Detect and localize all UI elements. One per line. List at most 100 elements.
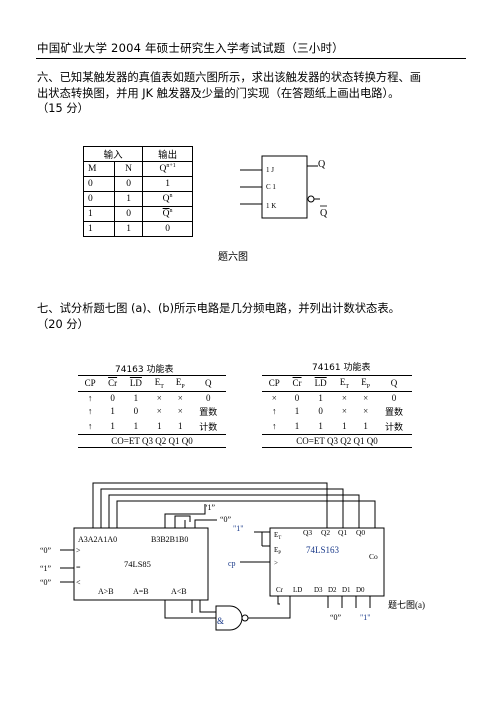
cmp-a-inputs: A3A2A1A0 <box>78 535 117 544</box>
ff-output-qbar: Q <box>320 208 328 219</box>
cell: 1 <box>133 421 139 432</box>
cell: × <box>177 392 183 403</box>
cell: 1 <box>342 421 347 432</box>
table-74163-footer: CO=ET Q3 Q2 Q1 Q0 <box>78 433 226 448</box>
cell: 1 <box>294 421 300 432</box>
cell: Qn <box>142 206 193 222</box>
cmp-gt-marker: > <box>76 546 81 555</box>
cell: 1 <box>83 221 115 237</box>
flip-flop-diagram: 1 J C 1 1 K Q Q <box>240 155 328 219</box>
cmp-eq-marker: = <box>76 563 81 572</box>
cmp-in-label-3: “0” <box>40 578 52 587</box>
cell: Qn <box>142 191 193 207</box>
wire-and-in <box>199 600 216 613</box>
th-q: Q <box>376 375 412 392</box>
wire-q3-a3 <box>92 482 328 528</box>
cnt-d3: D3 <box>314 586 323 594</box>
cell: × <box>156 392 162 403</box>
q6-text: 六、已知某触发器的真值表如题六图所示，求出该触发器的状态转换方程、画 出状态转换… <box>37 70 421 117</box>
th-cp: CP <box>262 375 287 392</box>
cell: 1 <box>142 176 193 192</box>
cell: 1 <box>318 421 323 432</box>
and-gate-symbol: & <box>217 616 224 626</box>
wire-q2-a2 <box>100 488 344 528</box>
table-74161-title: 74161 功能表 <box>312 363 371 373</box>
q7-line-1: 七、试分析题七图 (a)、(b)所示电路是几分频电路，并列出计数状态表。 <box>37 302 400 315</box>
cnt-q0: Q0 <box>356 528 365 537</box>
cell: 0 <box>113 206 144 222</box>
cell: 1 <box>157 421 162 432</box>
cnt-q3: Q3 <box>303 528 312 537</box>
cnt-ld: LD <box>293 586 302 594</box>
ff-output-q: Q <box>318 159 326 170</box>
cmp-out-gt: A>B <box>98 587 114 596</box>
cell: 0 <box>83 191 115 207</box>
bottom-zero-label: “0” <box>330 613 342 622</box>
q6-line-1: 六、已知某触发器的真值表如题六图所示，求出该触发器的状态转换方程、画 <box>37 71 422 84</box>
q6-line-3: （15 分） <box>37 102 89 115</box>
cnt-q2: Q2 <box>321 528 330 537</box>
cell: 1 <box>363 421 368 432</box>
ff-label-j: 1 J <box>266 166 274 174</box>
table-row: 0 1 Qn <box>83 191 193 207</box>
th-cp: CP <box>78 375 103 392</box>
cell: 1 <box>177 421 183 432</box>
th-ld: LD <box>123 375 149 392</box>
wire-and-to-ld <box>248 596 291 619</box>
cell: 0 <box>113 176 144 192</box>
table-row: 0 0 1 <box>83 176 193 192</box>
cell: × <box>156 406 162 417</box>
cnt-d1: D1 <box>342 586 351 594</box>
table-row: 1 1 0 <box>83 221 193 237</box>
wire-q1-a1 <box>108 494 360 528</box>
th-ep: EP <box>169 375 191 392</box>
cell: 0 <box>110 392 115 403</box>
wire-b3 <box>164 504 206 528</box>
th-ep: EP <box>355 375 377 392</box>
cell: × <box>363 392 369 403</box>
cnt-ep-label: EP <box>274 546 281 556</box>
counter-74ls163-body <box>269 527 385 597</box>
circuit-a-caption: 题七图(a) <box>388 600 425 610</box>
cnt-one-label: "1" <box>233 524 244 533</box>
th-ld: LD <box>307 375 334 392</box>
cp-label: cp <box>228 559 236 568</box>
cell: × <box>341 406 347 417</box>
cell: 1 <box>110 421 115 432</box>
cell: 置数 <box>385 406 404 417</box>
q6-line-2: 出状态转换图，并用 JK 触发器及少量的门实现（在答题纸上画出电路）。 <box>37 86 400 100</box>
and-gate-bubble <box>241 614 249 622</box>
cell: 计数 <box>199 421 218 432</box>
cell: ↑ <box>87 392 93 403</box>
ff-inverter-bubble <box>307 195 315 203</box>
cell: × <box>177 406 183 417</box>
th-cr: Cr <box>102 375 124 392</box>
cell: 0 <box>391 392 397 403</box>
q7-line-2: （20 分） <box>37 317 89 331</box>
const-zero-top: “0” <box>220 515 232 524</box>
cell: 1 <box>318 392 323 403</box>
wire-aeqb <box>164 600 216 619</box>
comparator-74ls85-body <box>73 527 209 601</box>
table-74161-footer: CO=ET Q3 Q2 Q1 Q0 <box>262 433 412 448</box>
cell: 1 <box>113 191 144 207</box>
circuit-diagram-a: A3A2A1A0 B3B2B1B0 74LS85 > = < A>B A=B A… <box>40 482 425 631</box>
wire-cr <box>277 596 280 605</box>
cnt-d2: D2 <box>328 586 337 594</box>
col-header-m: M <box>83 161 115 177</box>
cmp-lt-marker: < <box>76 578 81 587</box>
cell: 0 <box>142 221 193 237</box>
cnt-co: Co <box>369 552 378 561</box>
q6-truth-table: 输入 输出 M N Qn+1 0 0 1 0 1 Qn 1 0 Qn 1 1 0 <box>82 146 193 237</box>
th-q: Q <box>190 375 226 392</box>
q6-caption: 题六图 <box>218 252 248 263</box>
cmp-name: 74LS85 <box>124 559 151 569</box>
cnt-name: 74LS163 <box>306 545 340 555</box>
